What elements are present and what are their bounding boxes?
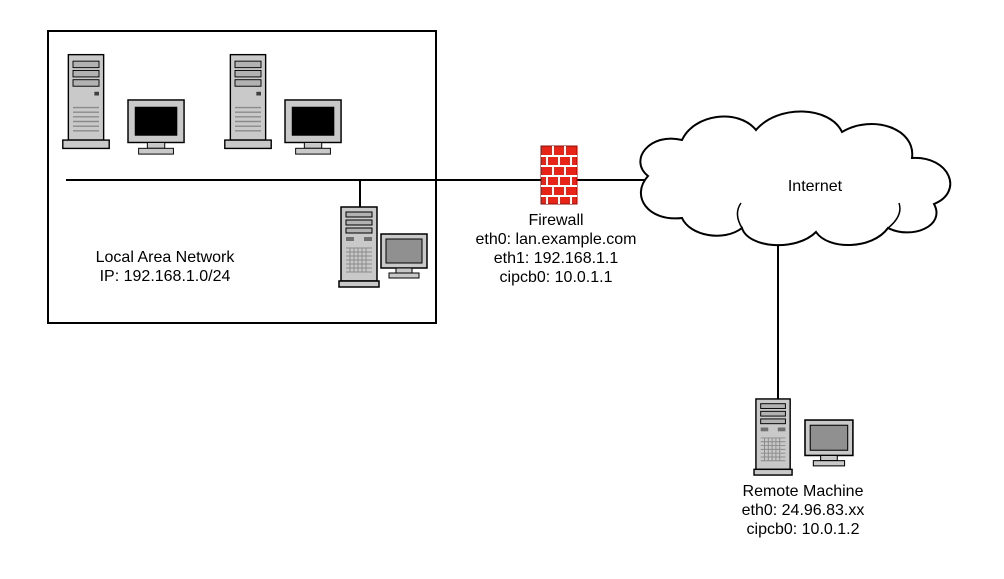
monitor-icon <box>284 99 344 157</box>
firewall-eth0: eth0: lan.example.com <box>475 231 637 248</box>
monitor-icon <box>802 419 858 469</box>
lan-ip: IP: 192.168.1.0/24 <box>99 268 231 285</box>
internet-title: Internet <box>787 178 843 195</box>
remote-cipcb0: cipcb0: 10.0.1.2 <box>746 521 860 538</box>
firewall-cipcb0: cipcb0: 10.0.1.1 <box>499 269 613 286</box>
remote-title: Remote Machine <box>742 483 864 500</box>
firewall-title: Firewall <box>528 212 584 229</box>
firewall-eth1: eth1: 192.168.1.1 <box>493 250 619 267</box>
tower-pc-icon <box>222 52 274 152</box>
remote-label: Remote Machine eth0: 24.96.83.xx cipcb0:… <box>703 482 903 539</box>
tower-pc-icon <box>338 206 382 288</box>
lan-label: Local Area Network IP: 192.168.1.0/24 <box>50 248 280 286</box>
tower-pc-icon <box>60 52 112 152</box>
lan-boundary-box <box>47 30 437 324</box>
tower-pc-icon <box>748 398 800 476</box>
firewall-label: Firewall eth0: lan.example.com eth1: 192… <box>456 211 656 287</box>
monitor-icon <box>127 99 187 157</box>
remote-eth0: eth0: 24.96.83.xx <box>741 502 865 519</box>
monitor-icon <box>380 233 430 281</box>
lan-title: Local Area Network <box>95 249 235 266</box>
internet-label: Internet <box>740 177 890 196</box>
firewall-icon <box>540 145 578 205</box>
